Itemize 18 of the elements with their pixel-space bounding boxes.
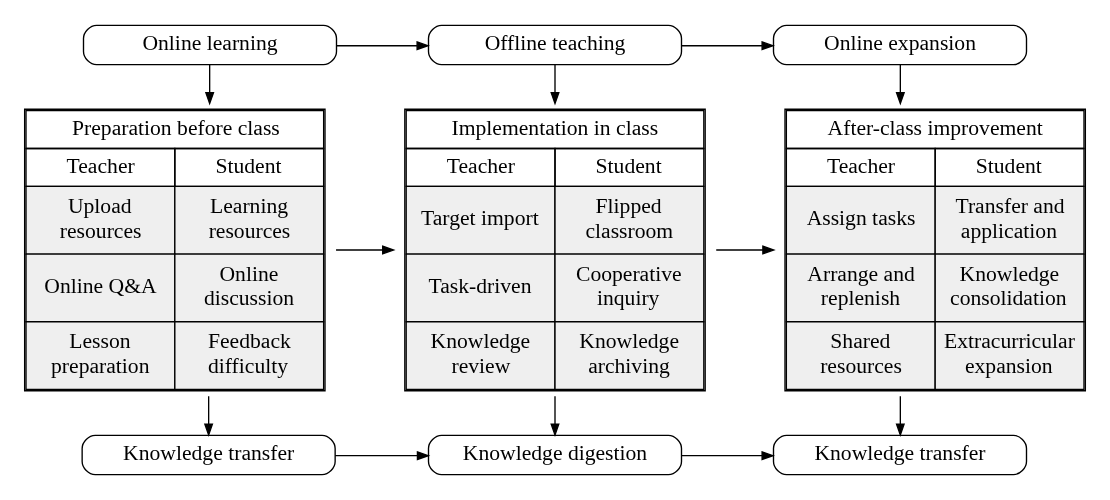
node-box: Knowledge transfer	[81, 434, 336, 476]
arrow	[895, 64, 906, 106]
arrow	[334, 450, 431, 461]
arrow	[680, 40, 775, 51]
arrow	[335, 245, 396, 255]
node-box: Online learning	[82, 24, 338, 66]
arrow	[335, 40, 430, 51]
node-box: Knowledge transfer	[772, 434, 1028, 476]
node-box: Offline teaching	[427, 24, 683, 66]
arrow	[550, 64, 560, 106]
arrow	[715, 245, 776, 255]
arrow	[680, 450, 775, 461]
node-box: Knowledge digestion	[427, 434, 683, 476]
node-box: Online expansion	[772, 24, 1028, 66]
arrow	[203, 395, 214, 437]
arrow	[204, 64, 215, 106]
arrow	[550, 395, 560, 437]
arrow	[895, 395, 906, 437]
